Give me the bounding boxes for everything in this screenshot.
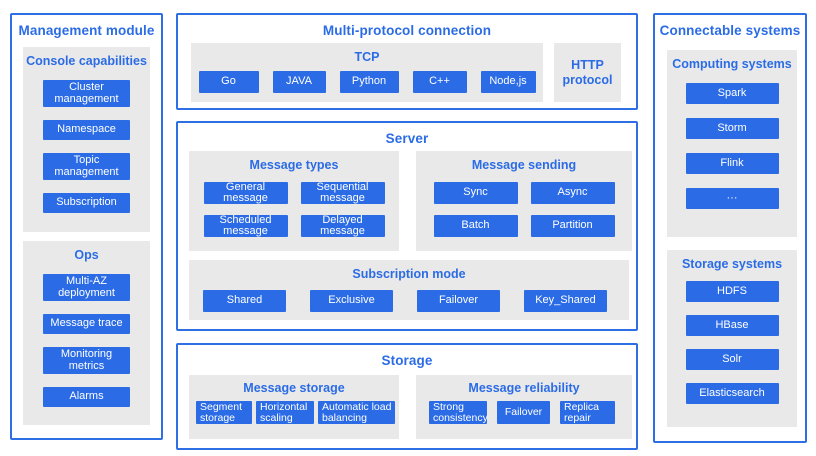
node-go: Go	[198, 71, 259, 93]
http-protocol-title: HTTP protocol	[562, 57, 613, 87]
message-reliability-list: Strong consistency Failover Replica repa…	[416, 401, 632, 424]
ops-title: Ops	[74, 248, 99, 262]
node-scheduled-message: Scheduled message	[203, 214, 288, 237]
console-capabilities-panel: Console capabilities Cluster management …	[23, 47, 150, 232]
node-segment-storage: Segment storage	[196, 401, 252, 424]
subscription-mode-title: Subscription mode	[352, 267, 466, 281]
ops-panel: Ops Multi-AZ deployment Message trace Mo…	[23, 241, 150, 425]
subscription-mode-list: Shared Exclusive Failover Key_Shared	[189, 290, 629, 312]
message-storage-list: Segment storage Horizontal scaling Autom…	[189, 401, 399, 424]
node-python: Python	[339, 71, 399, 93]
management-module-box: Management module Console capabilities C…	[10, 13, 163, 440]
subscription-mode-panel: Subscription mode Shared Exclusive Failo…	[189, 260, 629, 320]
node-strong-consistency: Strong consistency	[429, 401, 488, 424]
node-sync: Sync	[433, 182, 518, 204]
tcp-language-list: Go JAVA Python C++ Node,js	[191, 71, 543, 93]
node-ellipsis: ···	[685, 188, 779, 209]
node-storm: Storm	[685, 118, 779, 139]
tcp-title: TCP	[354, 50, 380, 64]
message-types-title: Message types	[249, 158, 339, 172]
message-sending-panel: Message sending Sync Async Batch Partiti…	[416, 151, 632, 251]
node-failover-reliability: Failover	[497, 401, 550, 424]
message-sending-list: Sync Async Batch Partition	[416, 182, 632, 237]
node-cpp: C++	[412, 71, 467, 93]
node-general-message: General message	[203, 181, 288, 204]
node-async: Async	[530, 182, 615, 204]
node-flink: Flink	[685, 153, 779, 174]
node-message-trace: Message trace	[43, 314, 130, 334]
node-automatic-load-balancing: Automatic load balancing	[318, 401, 395, 424]
message-storage-panel: Message storage Segment storage Horizont…	[189, 375, 399, 439]
storage-systems-panel: Storage systems HDFS HBase Solr Elastics…	[667, 250, 797, 427]
connectable-systems-box: Connectable systems Computing systems Sp…	[653, 13, 807, 443]
management-module-title: Management module	[18, 23, 155, 38]
node-batch: Batch	[433, 215, 518, 237]
node-key-shared: Key_Shared	[524, 290, 607, 312]
ops-list: Multi-AZ deployment Message trace Monito…	[23, 274, 150, 407]
message-types-list: General message Sequential message Sched…	[189, 181, 399, 237]
tcp-panel: TCP Go JAVA Python C++ Node,js	[191, 43, 543, 102]
node-failover: Failover	[417, 290, 500, 312]
message-reliability-title: Message reliability	[468, 381, 580, 395]
node-hbase: HBase	[685, 315, 779, 336]
console-capabilities-title: Console capabilities	[26, 54, 147, 68]
message-types-panel: Message types General message Sequential…	[189, 151, 399, 251]
node-java: JAVA	[272, 71, 326, 93]
node-sequential-message: Sequential message	[300, 181, 385, 204]
node-multi-az-deployment: Multi-AZ deployment	[43, 274, 130, 301]
http-protocol-panel: HTTP protocol	[554, 43, 621, 102]
message-storage-title: Message storage	[243, 381, 345, 395]
node-delayed-message: Delayed message	[300, 214, 385, 237]
node-cluster-management: Cluster management	[43, 80, 130, 107]
node-elasticsearch: Elasticsearch	[685, 383, 779, 404]
storage-systems-list: HDFS HBase Solr Elasticsearch	[667, 281, 797, 404]
multi-protocol-title: Multi-protocol connection	[322, 23, 492, 38]
computing-systems-panel: Computing systems Spark Storm Flink ···	[667, 50, 797, 237]
node-replica-repair: Replica repair	[560, 401, 615, 424]
storage-systems-title: Storage systems	[681, 257, 783, 271]
node-exclusive: Exclusive	[310, 290, 393, 312]
storage-title: Storage	[381, 353, 433, 368]
node-hdfs: HDFS	[685, 281, 779, 302]
console-capabilities-list: Cluster management Namespace Topic manag…	[23, 80, 150, 213]
message-reliability-panel: Message reliability Strong consistency F…	[416, 375, 632, 439]
node-topic-management: Topic management	[43, 153, 130, 180]
node-partition: Partition	[530, 215, 615, 237]
node-nodejs: Node,js	[480, 71, 536, 93]
node-shared: Shared	[203, 290, 286, 312]
server-box: Server Message types General message Seq…	[176, 121, 638, 331]
node-alarms: Alarms	[43, 387, 130, 407]
message-sending-title: Message sending	[471, 158, 577, 172]
storage-box: Storage Message storage Segment storage …	[176, 343, 638, 450]
node-horizontal-scaling: Horizontal scaling	[256, 401, 314, 424]
node-subscription: Subscription	[43, 193, 130, 213]
computing-systems-list: Spark Storm Flink ···	[667, 83, 797, 209]
connectable-systems-title: Connectable systems	[659, 23, 801, 38]
multi-protocol-box: Multi-protocol connection TCP Go JAVA Py…	[176, 13, 638, 110]
node-namespace: Namespace	[43, 120, 130, 140]
server-title: Server	[385, 131, 429, 146]
node-monitoring-metrics: Monitoring metrics	[43, 347, 130, 374]
node-solr: Solr	[685, 349, 779, 370]
computing-systems-title: Computing systems	[672, 57, 792, 71]
node-spark: Spark	[685, 83, 779, 104]
